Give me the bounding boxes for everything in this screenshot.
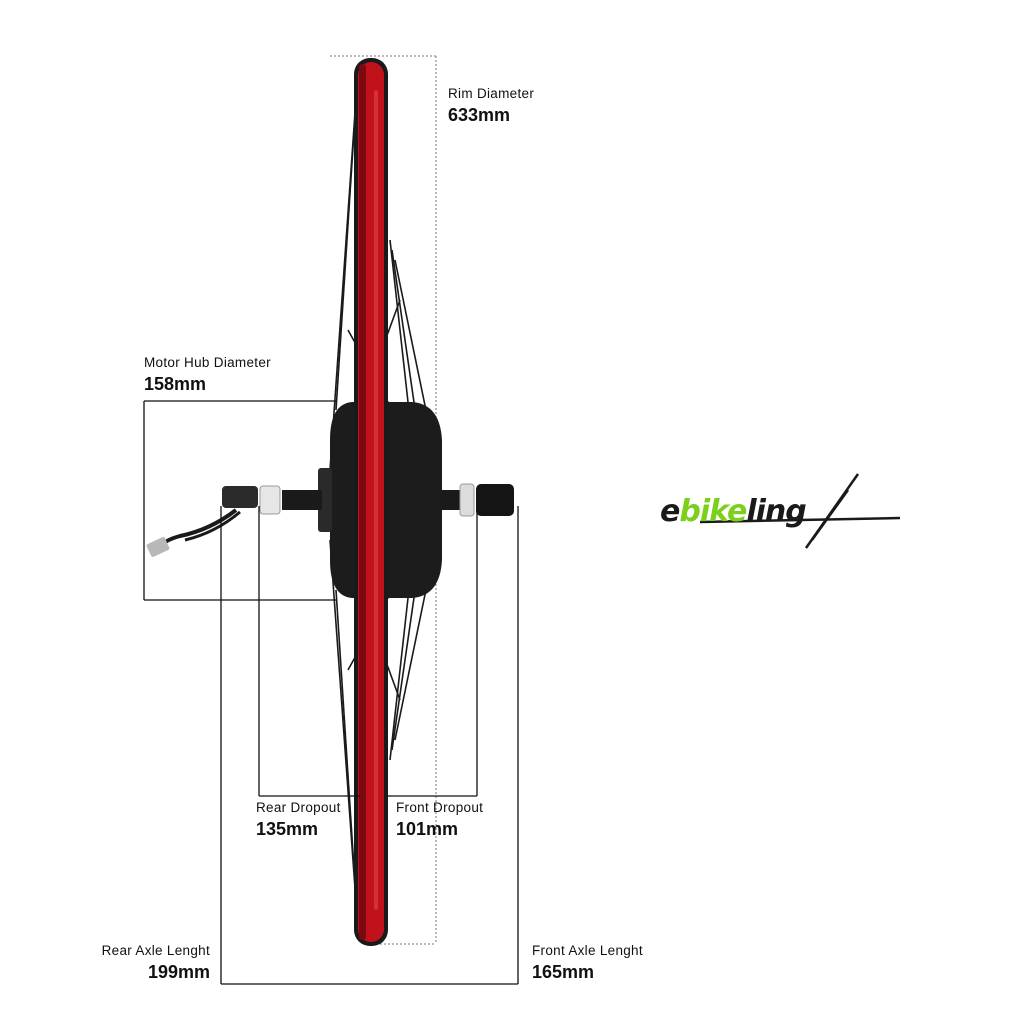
rear-dropout-label: Rear Dropout 135mm [256,800,341,841]
rim-highlight [374,90,378,910]
rim-diameter-value: 633mm [448,105,511,126]
brand-logo-part2: bike [679,494,747,529]
rear-axle-length-name: Rear Axle Lenght [101,943,210,958]
rear-axle-length-value: 199mm [147,962,210,983]
motor-hub-diameter-name: Motor Hub Diameter [144,355,271,370]
rear-axle-length-label: Rear Axle Lenght 199mm [60,943,210,984]
motor-hub-diameter-value: 158mm [144,374,207,395]
motor-hub-diameter-label: Motor Hub Diameter 158mm [144,355,271,396]
brand-logo-part1: e [660,494,680,529]
logo-swoosh [699,473,901,549]
front-dropout-name: Front Dropout [396,800,484,815]
hub-flange-left [318,468,332,532]
front-axle-length-name: Front Axle Lenght [532,943,643,958]
rim-diameter-name: Rim Diameter [448,86,535,101]
front-dropout-label: Front Dropout 101mm [396,800,483,841]
axle [259,483,514,517]
front-axle-length-label: Front Axle Lenght 165mm [532,943,643,984]
motor-cable [146,486,258,557]
brand-logo: ebikeling [660,494,807,529]
brand-logo-part3: ling [746,494,806,529]
front-axle-length-value: 165mm [532,962,595,983]
rear-dropout-value: 135mm [256,819,319,840]
rear-dropout-name: Rear Dropout [256,800,341,815]
front-dropout-value: 101mm [396,819,459,840]
dimension-lines [143,400,519,985]
rim-shade [359,64,366,940]
rim-diameter-label: Rim Diameter 633mm [448,86,534,127]
